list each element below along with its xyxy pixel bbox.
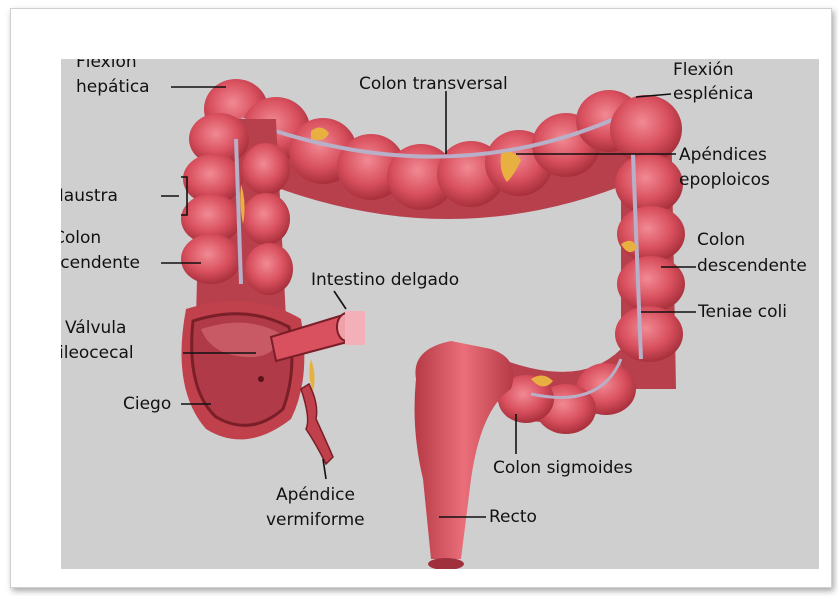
label-colon-descendente-line2: descendente xyxy=(697,255,807,277)
label-intestino-delgado: Intestino delgado xyxy=(311,269,459,291)
label-haustra: Haustra xyxy=(61,185,118,207)
label-colon-ascendente-line1: Colon xyxy=(61,227,101,249)
label-recto: Recto xyxy=(489,506,537,528)
label-colon-ascendente-line2: ascendente xyxy=(61,252,140,274)
label-ciego: Ciego xyxy=(123,393,171,415)
label-flexion-esplenica-line1: Flexión xyxy=(673,59,734,81)
diagram-canvas: Flexión hepática Colon transversal Flexi… xyxy=(61,59,819,569)
label-apendices-line1: Apéndices xyxy=(679,144,767,166)
appendix xyxy=(301,384,333,464)
label-flexion-hepatica-line2: hepática xyxy=(76,76,150,98)
figure-frame: Flexión hepática Colon transversal Flexi… xyxy=(10,8,832,588)
descending-colon xyxy=(610,95,685,389)
ascending-colon xyxy=(181,113,293,319)
label-colon-descendente-line1: Colon xyxy=(697,229,745,251)
rectum xyxy=(415,341,514,569)
cecum xyxy=(182,301,305,439)
label-colon-sigmoides: Colon sigmoides xyxy=(493,457,633,479)
label-apendices-line2: epoploicos xyxy=(679,169,770,191)
label-colon-transversal: Colon transversal xyxy=(359,73,508,95)
label-flexion-hepatica-line1: Flexión xyxy=(76,59,137,73)
label-valvula-line1: Válvula xyxy=(65,317,126,339)
label-teniae-coli: Teniae coli xyxy=(698,301,787,323)
label-apendice-line1: Apéndice xyxy=(276,484,355,506)
label-flexion-esplenica-line2: esplénica xyxy=(673,83,754,105)
label-valvula-line2: ileocecal xyxy=(61,342,134,364)
label-apendice-line2: vermiforme xyxy=(266,509,365,531)
